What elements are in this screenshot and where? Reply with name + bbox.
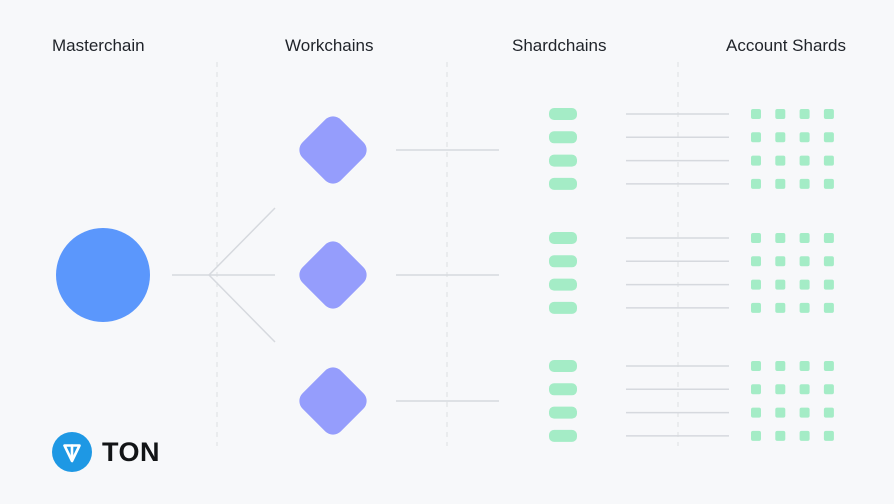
account-shard-3-1-2	[775, 361, 786, 371]
account-shard-1-1-4	[823, 109, 834, 119]
shardchain-3-1	[549, 360, 577, 372]
ton-logo: TON	[52, 432, 160, 472]
account-shard-2-3-2	[775, 279, 786, 290]
account-shard-1-4-3	[799, 178, 810, 189]
account-shard-2-2-1	[751, 256, 761, 267]
account-shard-3-2-4	[823, 384, 834, 395]
account-shard-1-4-1	[751, 178, 761, 189]
account-shard-3-2-2	[775, 384, 786, 395]
account-shard-2-3-4	[823, 279, 834, 290]
shardchain-2-4	[549, 301, 577, 314]
account-shard-3-3-2	[775, 407, 786, 418]
account-shard-1-2-1	[751, 132, 761, 143]
account-shard-1-3-4	[823, 155, 834, 166]
shardchain-1-4	[549, 177, 577, 190]
account-shard-2-1-4	[823, 233, 834, 243]
header-workchains: Workchains	[285, 36, 374, 55]
account-shard-1-4-2	[775, 178, 786, 189]
account-shard-2-2-3	[799, 256, 810, 267]
account-shard-2-2-4	[823, 256, 834, 267]
shardchain-2-2	[549, 255, 577, 268]
workchain-node-2	[299, 241, 367, 309]
shardchain-2-3	[549, 278, 577, 291]
shardchain-1-2	[549, 131, 577, 144]
shardchain-1-1	[549, 108, 577, 120]
account-shard-3-2-1	[751, 384, 761, 395]
account-shard-3-1-1	[751, 361, 761, 371]
account-shard-1-2-3	[799, 132, 810, 143]
account-shard-3-4-1	[751, 430, 761, 441]
shardchain-2-1	[549, 232, 577, 244]
account-shard-3-3-3	[799, 407, 810, 418]
account-shard-1-3-3	[799, 155, 810, 166]
workchain-node-1	[299, 116, 367, 184]
account-shard-2-1-2	[775, 233, 786, 243]
account-shard-3-4-2	[775, 430, 786, 441]
account-shard-1-1-1	[751, 109, 761, 119]
account-shard-1-3-1	[751, 155, 761, 166]
account-shard-1-1-3	[799, 109, 810, 119]
account-shard-3-3-4	[823, 407, 834, 418]
account-shard-3-3-1	[751, 407, 761, 418]
account-shard-1-4-4	[823, 178, 834, 189]
ton-diamond-icon	[52, 432, 92, 472]
branch-upper	[208, 207, 276, 276]
account-shard-2-4-4	[823, 302, 834, 313]
workchain-node-3	[299, 367, 367, 435]
masterchain-node	[56, 228, 150, 322]
account-shard-3-1-3	[799, 361, 810, 371]
account-shard-3-1-4	[823, 361, 834, 371]
account-shard-2-3-3	[799, 279, 810, 290]
account-shard-2-1-1	[751, 233, 761, 243]
shardchain-3-3	[549, 406, 577, 419]
account-shard-2-2-2	[775, 256, 786, 267]
shardchain-3-4	[549, 429, 577, 442]
shardchain-3-2	[549, 383, 577, 396]
account-shard-2-1-3	[799, 233, 810, 243]
branch-lower	[208, 274, 276, 343]
account-shard-1-2-4	[823, 132, 834, 143]
logo-text: TON	[102, 436, 161, 467]
account-shard-2-4-1	[751, 302, 761, 313]
account-shard-3-2-3	[799, 384, 810, 395]
account-shard-2-3-1	[751, 279, 761, 290]
account-shard-3-4-3	[799, 430, 810, 441]
header-account-shards: Account Shards	[726, 36, 847, 55]
header-shardchains: Shardchains	[512, 36, 607, 55]
account-shard-1-1-2	[775, 109, 786, 119]
account-shard-1-2-2	[775, 132, 786, 143]
shardchain-1-3	[549, 154, 577, 167]
account-shard-1-3-2	[775, 155, 786, 166]
account-shard-3-4-4	[823, 430, 834, 441]
account-shard-2-4-2	[775, 302, 786, 313]
account-shard-2-4-3	[799, 302, 810, 313]
header-masterchain: Masterchain	[52, 36, 145, 55]
